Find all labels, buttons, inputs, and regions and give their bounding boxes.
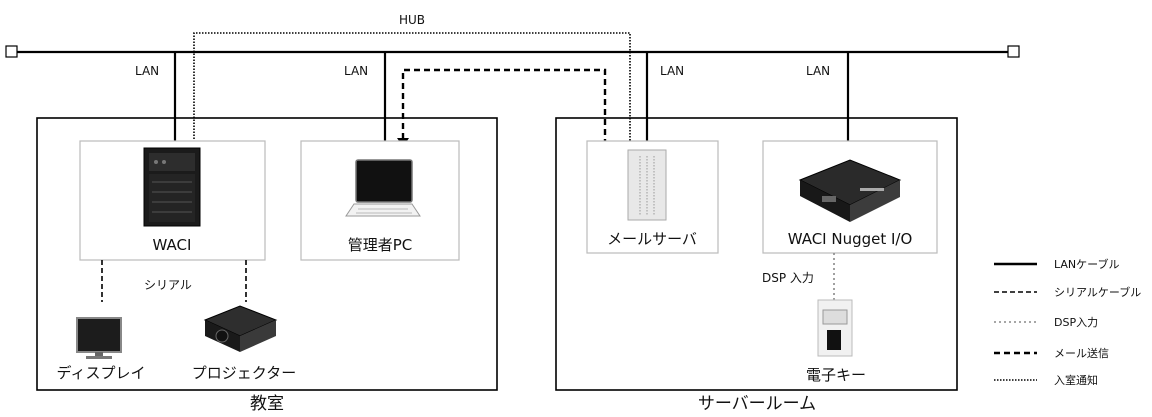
- admin-pc-label: 管理者PC: [348, 236, 413, 254]
- classroom-label: 教室: [250, 394, 284, 414]
- projector-label: プロジェクター: [192, 364, 296, 382]
- server-room-label: サーバールーム: [698, 394, 816, 414]
- waci-nugget-label: WACI Nugget I/O: [788, 230, 913, 248]
- mail-server-label: メールサーバ: [607, 230, 697, 248]
- classroom-frame: [36, 117, 498, 391]
- lan-label-4: LAN: [806, 64, 830, 78]
- legend-serial-cable: シリアルケーブル: [1054, 285, 1141, 299]
- waci-device-icon: [143, 147, 201, 227]
- hub-entry-notice-line: [193, 32, 631, 165]
- legend: LANケーブル シリアルケーブル DSP入力 メール送信 入室通知: [994, 257, 1141, 387]
- waci-label: WACI: [153, 236, 192, 254]
- lan-label-1: LAN: [135, 64, 159, 78]
- lan-label-2: LAN: [344, 64, 368, 78]
- lan-label-3: LAN: [660, 64, 684, 78]
- backbone-terminator-left: [5, 45, 18, 58]
- dsp-input-label: DSP 入力: [762, 271, 814, 285]
- backbone-terminator-right: [1007, 45, 1020, 58]
- legend-mail-send: メール送信: [1054, 346, 1109, 360]
- display-label: ディスプレイ: [57, 364, 146, 382]
- laptop-icon: [345, 159, 421, 217]
- projector-icon: [203, 305, 278, 352]
- electronic-key-icon: [817, 299, 853, 357]
- electronic-key-label: 電子キー: [806, 366, 866, 384]
- server-room-frame: [555, 117, 958, 391]
- hub-label: HUB: [399, 13, 425, 27]
- server-rack-icon: [627, 149, 667, 221]
- display-icon: [76, 317, 122, 359]
- mail-send-line: [401, 68, 607, 145]
- waci-nugget-device-icon: [798, 159, 902, 222]
- serial-label: シリアル: [144, 278, 192, 292]
- legend-entry-notice: 入室通知: [1054, 373, 1098, 387]
- legend-lan-cable: LANケーブル: [1054, 257, 1119, 271]
- legend-dsp-input: DSP入力: [1054, 316, 1098, 329]
